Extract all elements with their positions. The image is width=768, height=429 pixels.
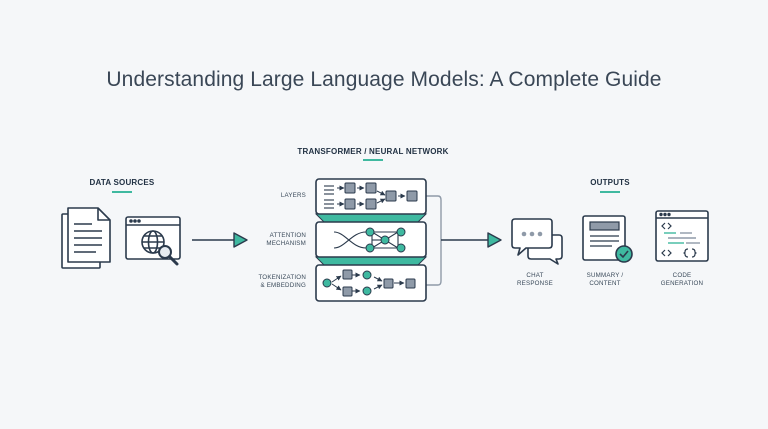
code-generation-label: CODE GENERATION (647, 272, 717, 288)
page-title: Understanding Large Language Models: A C… (106, 68, 662, 91)
code-label-line-1: CODE (672, 272, 692, 279)
layers-label: LAYERS (280, 192, 306, 199)
document-stack-icon (61, 207, 111, 269)
web-search-icon (125, 216, 181, 266)
summary-document-icon (582, 215, 633, 263)
tokenization-embedding-label: TOKENIZATION & EMBEDDING (238, 274, 306, 290)
tokenization-label-line-1: TOKENIZATION (258, 274, 306, 281)
attention-box (315, 221, 427, 258)
attention-mechanism-label: ATTENTION MECHANISM (238, 232, 306, 248)
chat-label-line-2: RESPONSE (517, 280, 553, 287)
layer-connector-2 (314, 256, 428, 266)
data-sources-underline (112, 191, 132, 193)
attention-label-line-1: ATTENTION (269, 232, 306, 239)
chat-label-line-1: CHAT (526, 272, 544, 279)
transformer-underline (363, 159, 383, 161)
input-arrow (192, 232, 248, 248)
transformer-heading: TRANSFORMER / NEURAL NETWORK (297, 147, 449, 156)
summary-content-label: SUMMARY / CONTENT (570, 272, 640, 288)
code-label-line-2: GENERATION (660, 280, 704, 287)
output-arrow (441, 232, 502, 248)
code-window-icon (655, 210, 709, 262)
tokenization-box (315, 264, 427, 302)
outputs-heading: OUTPUTS (590, 178, 630, 187)
summary-label-line-2: CONTENT (589, 280, 621, 287)
layer-connector-1 (314, 213, 428, 223)
summary-label-line-1: SUMMARY / (586, 272, 624, 279)
attention-label-line-2: MECHANISM (266, 240, 306, 247)
outputs-underline (600, 191, 620, 193)
tokenization-label-line-2: & EMBEDDING (260, 282, 306, 289)
chat-response-label: CHAT RESPONSE (500, 272, 570, 288)
data-sources-heading: DATA SOURCES (89, 178, 155, 187)
transformer-bracket (426, 195, 442, 286)
layers-box (315, 178, 427, 215)
chat-bubbles-icon (511, 218, 563, 265)
